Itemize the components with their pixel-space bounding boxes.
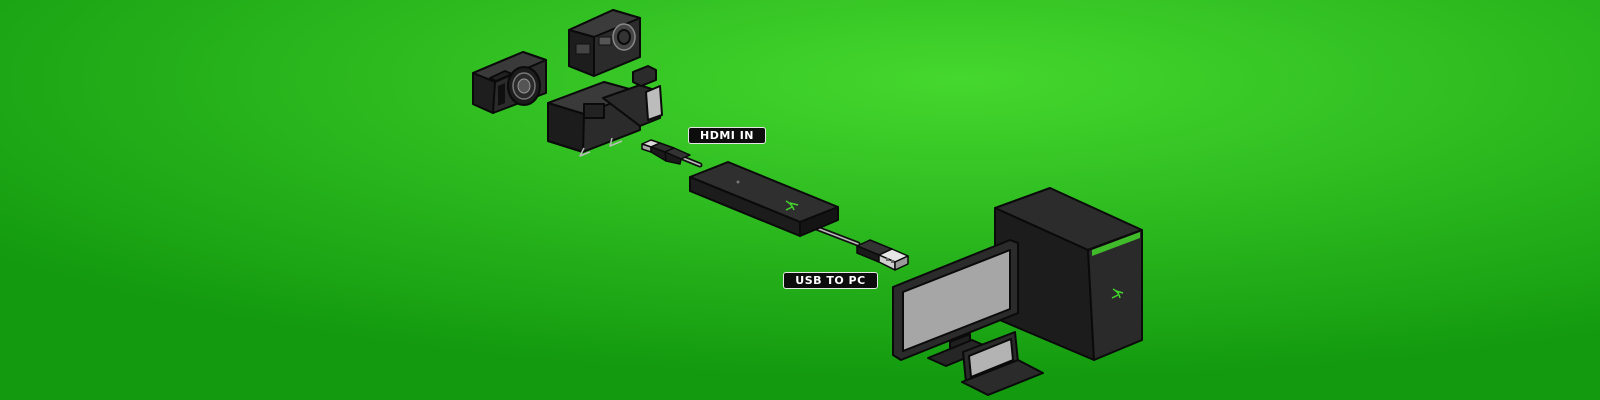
usb-to-pc-label: USB TO PC [783,272,878,289]
camcorder-icon [547,65,663,157]
hdmi-connector-icon [641,139,691,165]
razer-logo-icon [1111,288,1124,299]
pc-tower-icon [994,187,1143,361]
laptop-icon [961,331,1044,396]
action-camera-icon [568,9,641,77]
hdmi-in-label: HDMI IN [688,127,766,144]
razer-logo-icon [785,200,799,211]
usb-connector-icon [856,239,909,271]
monitor-icon [892,239,1019,367]
capture-card-icon [689,161,839,237]
camera-icon [472,51,547,114]
